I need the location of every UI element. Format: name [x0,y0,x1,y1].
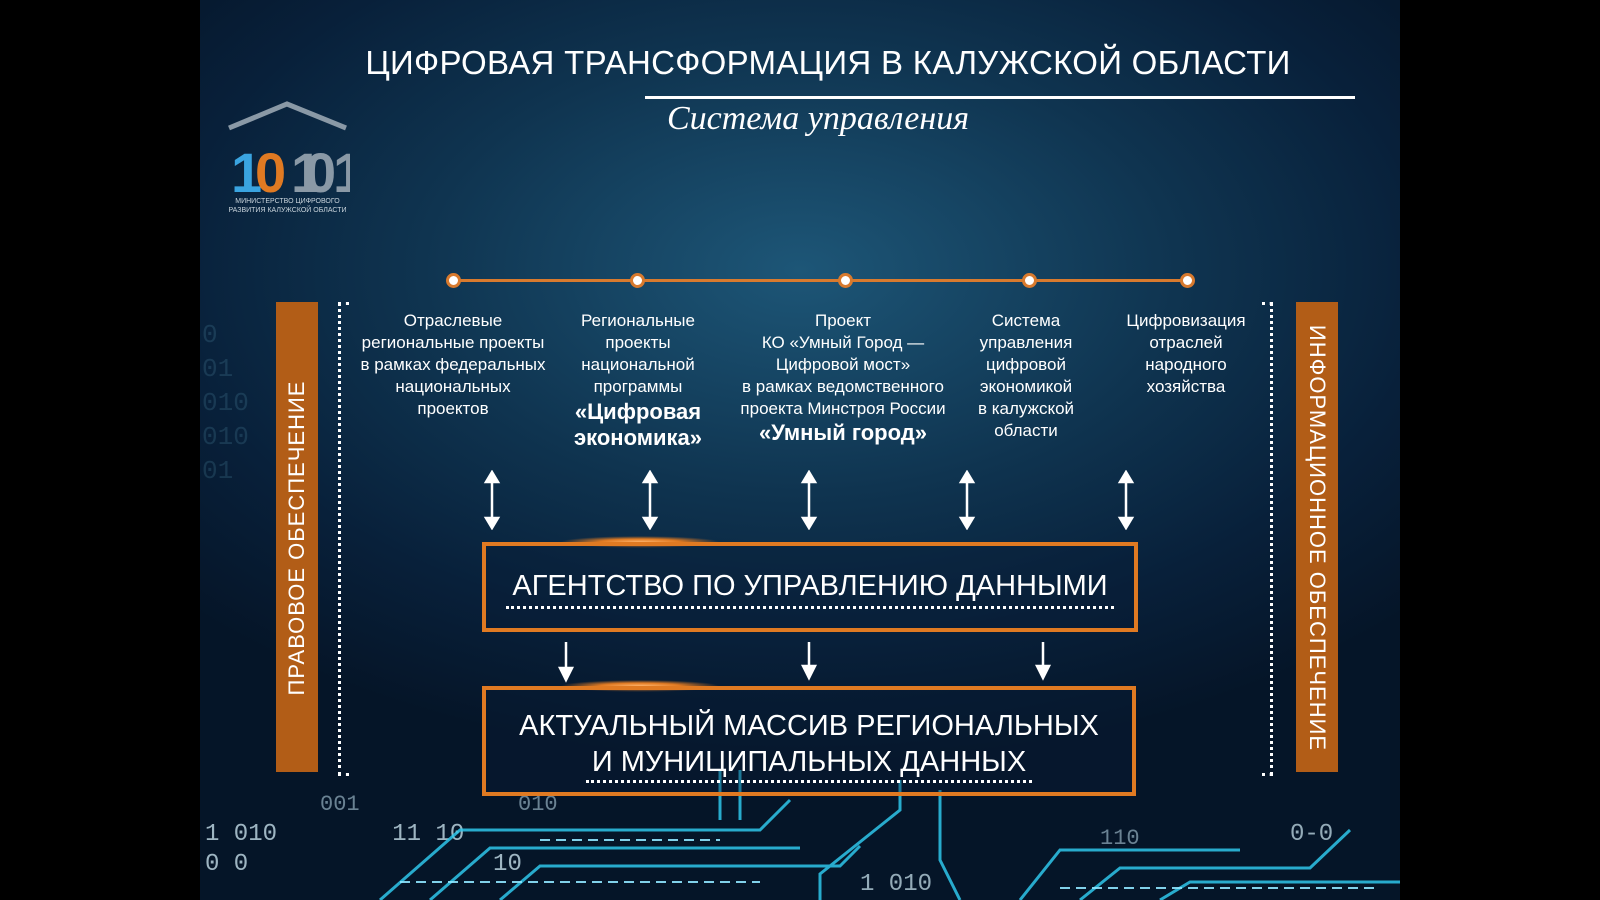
logo-caption-line1: МИНИСТЕРСТВО ЦИФРОВОГО [235,198,340,205]
ministry-building-icon: 1 0 1 0 1 [228,101,364,204]
bracket-left [338,302,349,776]
side-bar-legal [276,302,318,772]
bracket-right [1262,302,1273,776]
circuit-background [379,770,1400,900]
timeline-node [1180,273,1195,288]
page-subtitle: Система управления [666,100,970,137]
side-label-information: ИНФОРМАЦИОННОЕ ОБЕСПЕЧЕНИЕ [1305,324,1330,752]
svg-text:0: 0 [305,141,336,198]
timeline-node [1022,273,1037,288]
background-digits-bottom-right2: 0-0 [1290,821,1334,848]
svg-text:1: 1 [231,141,262,198]
data-array-box: АКТУАЛЬНЫЙ МАССИВ РЕГИОНАЛЬНЫХ И МУНИЦИП… [482,686,1136,796]
background-digits-bottom-right1: 110 [1100,826,1140,851]
agency-box-label: АГЕНТСТВО ПО УПРАВЛЕНИЮ ДАННЫМИ [506,568,1114,609]
side-bar-information [1296,302,1338,772]
agency-box: АГЕНТСТВО ПО УПРАВЛЕНИЮ ДАННЫМИ [482,542,1138,632]
svg-text:0: 0 [255,141,286,198]
background-digits-bottom2: 1 010 11 10 [205,821,465,848]
svg-text:1: 1 [333,141,350,198]
timeline-node [446,273,461,288]
page-title: ЦИФРОВАЯ ТРАНСФОРМАЦИЯ В КАЛУЖСКОЙ ОБЛАС… [365,44,1291,81]
timeline-node [838,273,853,288]
timeline-line [452,279,1189,282]
background-digits-left: 0 01 010 010 01 [202,320,249,486]
slide: 0 01 010 010 01 001 010 1 010 11 10 0 0 … [200,0,1400,900]
logo-caption-line2: РАЗВИТИЯ КАЛУЖСКОЙ ОБЛАСТИ [228,207,347,214]
svg-text:1: 1 [291,141,322,198]
down-arrows [557,642,1052,683]
title-underline [645,96,1355,99]
timeline-node [630,273,645,288]
data-array-line2: И МУНИЦИПАЛЬНЫХ ДАННЫХ [585,744,1033,783]
background-digits-bottom-right3: 1 010 [860,871,933,898]
data-array-line1: АКТУАЛЬНЫЙ МАССИВ РЕГИОНАЛЬНЫХ [519,710,1099,742]
ministry-logo: 1 0 1 0 1 МИНИСТЕРСТВО ЦИФРОВОГО РАЗВИТИ… [225,100,364,220]
bidirectional-arrows [483,470,1135,530]
background-digits-bottom3: 0 0 10 [205,851,522,878]
background-digits-bottom1: 001 010 [320,792,558,817]
